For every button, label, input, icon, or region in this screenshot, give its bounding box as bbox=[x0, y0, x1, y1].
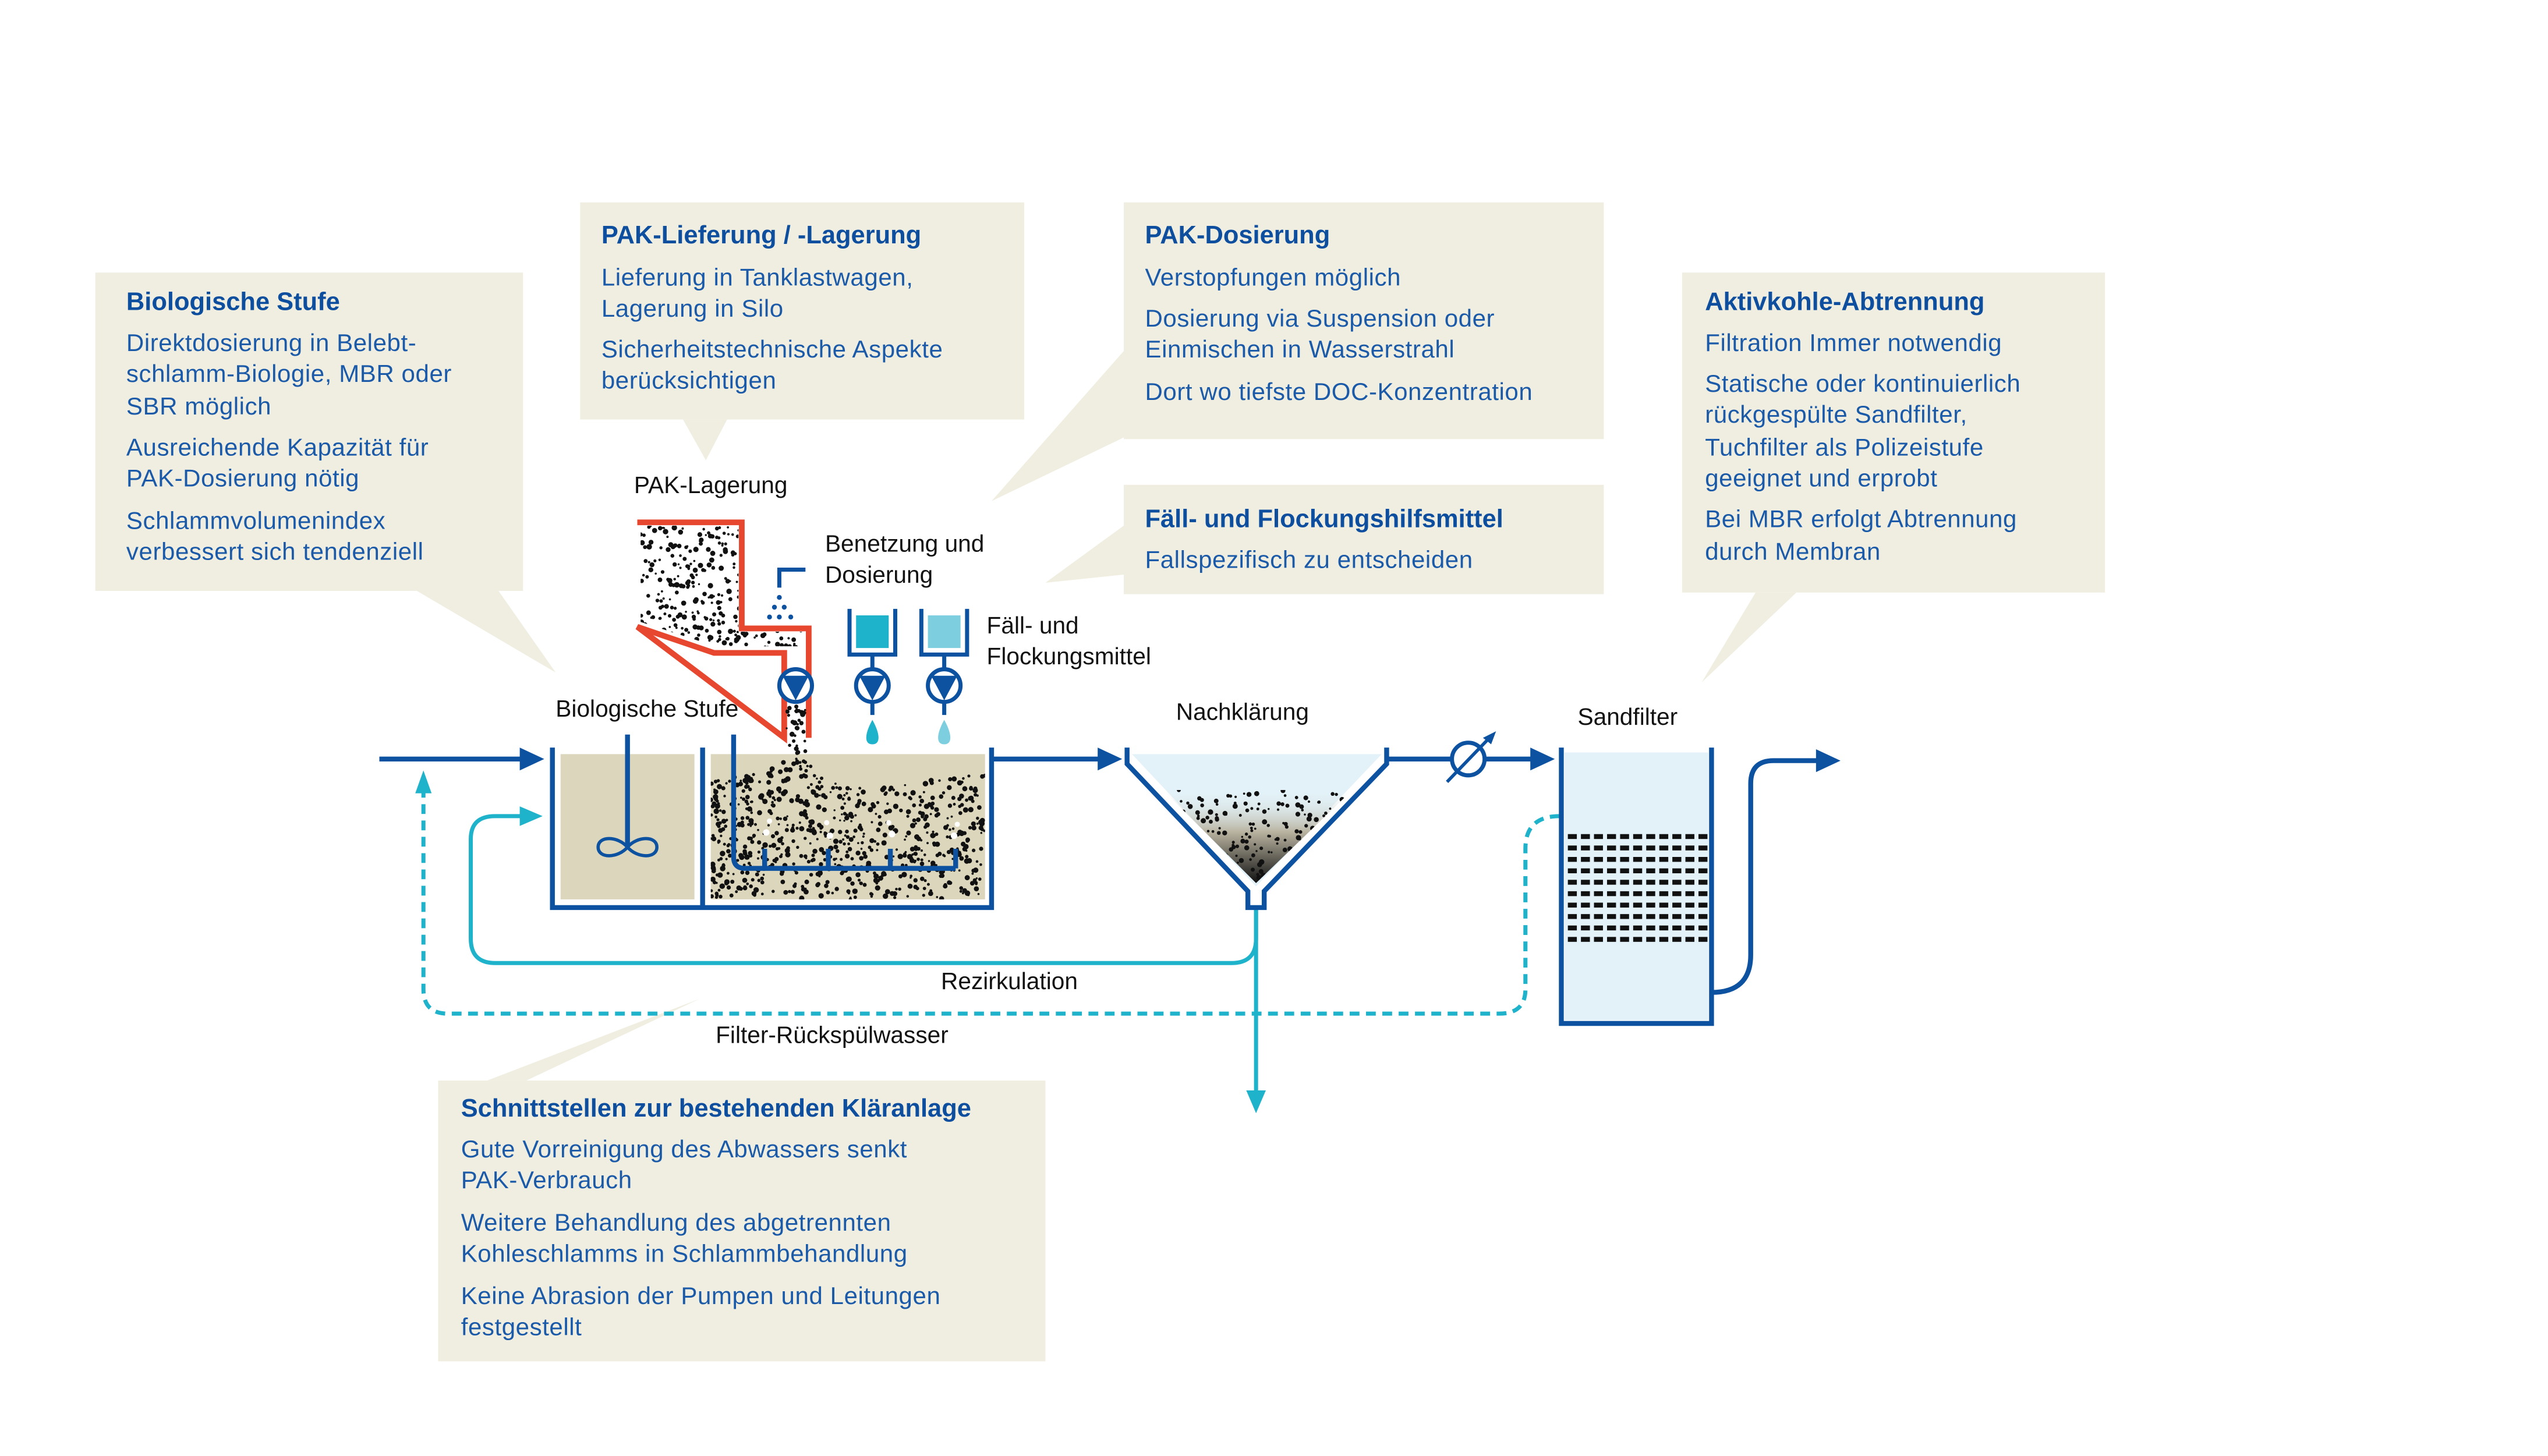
backwash-line bbox=[421, 783, 1560, 1016]
label-coag: Fäll- und bbox=[987, 612, 1079, 639]
pac-falling bbox=[784, 704, 808, 773]
box-title: Aktivkohle-Abtrennung bbox=[1705, 288, 1984, 316]
box-line: Dort wo tiefste DOC-Konzentration bbox=[1145, 378, 1533, 405]
box-line: SBR möglich bbox=[126, 392, 271, 420]
box-line: durch Membran bbox=[1705, 538, 1881, 565]
box-line: berücksichtigen bbox=[601, 366, 777, 394]
aeration-pipe bbox=[731, 734, 958, 871]
box-line: Gute Vorreinigung des Abwassers senkt bbox=[461, 1135, 907, 1163]
label-flocc: Flockungsmittel bbox=[987, 643, 1151, 669]
box-line: verbessert sich tendenziell bbox=[126, 538, 424, 565]
clarifier bbox=[1124, 748, 1389, 911]
info-box-faell-flockungshilfsmittel: Fäll- und Flockungshilfsmittel Fallspezi… bbox=[1045, 484, 1604, 594]
backwash-arrow-icon bbox=[415, 770, 432, 793]
box-line: Filtration Immer notwendig bbox=[1705, 329, 2002, 356]
info-box-aktivkohle-abtrennung: Aktivkohle-Abtrennung Filtration Immer n… bbox=[1682, 272, 2105, 682]
box-title: PAK-Dosierung bbox=[1145, 221, 1330, 249]
box-line: PAK-Verbrauch bbox=[461, 1166, 632, 1193]
label-wetting: Benetzung und bbox=[825, 530, 984, 557]
box-line: Bei MBR erfolgt Abtrennung bbox=[1705, 505, 2017, 533]
flocculant-tank bbox=[928, 615, 961, 649]
label-backwash: Filter-Rückspülwasser bbox=[716, 1022, 949, 1048]
drop-icon bbox=[938, 720, 951, 745]
filter-media bbox=[1567, 834, 1708, 942]
inlet-arrow-icon bbox=[519, 748, 544, 771]
box-line: Tuchfilter als Polizeistufe bbox=[1705, 433, 1984, 460]
box-line: Einmischen in Wasserstrahl bbox=[1145, 335, 1455, 363]
control-valve-icon bbox=[1446, 731, 1496, 783]
box-title: Fäll- und Flockungshilfsmittel bbox=[1145, 505, 1503, 533]
label-recirculation: Rezirkulation bbox=[941, 968, 1078, 994]
drop-icon bbox=[866, 720, 879, 745]
box-line: Statische oder kontinuierlich bbox=[1705, 370, 2020, 397]
box-line: Weitere Behandlung des abgetrennten bbox=[461, 1209, 891, 1236]
box-line: schlamm-Biologie, MBR oder bbox=[126, 360, 452, 387]
coagulant-tank bbox=[856, 615, 889, 649]
box-line: rückgespülte Sandfilter, bbox=[1705, 401, 1967, 428]
info-box-pak-dosierung: PAK-Dosierung Verstopfungen möglich Dosi… bbox=[991, 202, 1604, 501]
box-line: geeignet und erprobt bbox=[1705, 465, 1937, 492]
box-line: Ausreichende Kapazität für bbox=[126, 433, 429, 460]
box-line: Fallspezifisch zu entscheiden bbox=[1145, 546, 1473, 573]
flow-arrow-icon bbox=[1098, 748, 1123, 771]
mixer-blade-icon bbox=[596, 837, 659, 858]
label-pak-storage: PAK-Lagerung bbox=[634, 472, 788, 498]
info-box-schnittstellen: Schnittstellen zur bestehenden Kläranlag… bbox=[438, 998, 1046, 1362]
box-line: Keine Abrasion der Pumpen und Leitungen bbox=[461, 1282, 941, 1309]
box-line: Dosierung via Suspension oder bbox=[1145, 304, 1495, 332]
label-clarifier: Nachklärung bbox=[1176, 698, 1309, 725]
box-title: Biologische Stufe bbox=[126, 288, 340, 316]
box-line: Lieferung in Tanklastwagen, bbox=[601, 264, 914, 291]
box-line: PAK-Dosierung nötig bbox=[126, 465, 359, 492]
biological-tank bbox=[550, 734, 995, 911]
info-box-biologische-stufe: Biologische Stufe Direktdosierung in Bel… bbox=[95, 272, 556, 673]
label-bio-stage: Biologische Stufe bbox=[555, 695, 738, 722]
flow-arrow-icon bbox=[1530, 748, 1555, 771]
pump-icon bbox=[777, 667, 815, 704]
box-title: Schnittstellen zur bestehenden Kläranlag… bbox=[461, 1094, 971, 1122]
outlet-line bbox=[1711, 758, 1820, 995]
box-title: PAK-Lieferung / -Lagerung bbox=[601, 221, 921, 249]
box-line: Sicherheitstechnische Aspekte bbox=[601, 335, 943, 363]
info-box-pak-lieferung: PAK-Lieferung / -Lagerung Lieferung in T… bbox=[580, 202, 1025, 460]
pac-particles bbox=[710, 757, 985, 899]
box-line: Lagerung in Silo bbox=[601, 295, 784, 322]
box-line: Schlammvolumenindex bbox=[126, 506, 385, 534]
box-line: Verstopfungen möglich bbox=[1145, 264, 1401, 291]
air-bubbles bbox=[763, 818, 960, 839]
recirculation-line bbox=[469, 814, 1258, 965]
label-sandfilter: Sandfilter bbox=[1578, 703, 1678, 730]
recirculation-arrow-icon bbox=[519, 806, 543, 826]
excess-sludge-arrow-icon bbox=[1246, 1090, 1266, 1114]
box-line: Kohleschlamms in Schlammbehandlung bbox=[461, 1239, 908, 1267]
pump-icon bbox=[854, 667, 891, 704]
box-line: Direktdosierung in Belebt- bbox=[126, 329, 416, 356]
outlet-arrow-icon bbox=[1816, 749, 1841, 773]
spray-dots bbox=[767, 594, 794, 620]
sandfilter bbox=[1559, 748, 1714, 1026]
label-dosing: Dosierung bbox=[825, 561, 933, 588]
pump-icon bbox=[926, 667, 963, 704]
wetting-nozzle-icon bbox=[777, 568, 806, 588]
box-line: festgestellt bbox=[461, 1313, 582, 1341]
